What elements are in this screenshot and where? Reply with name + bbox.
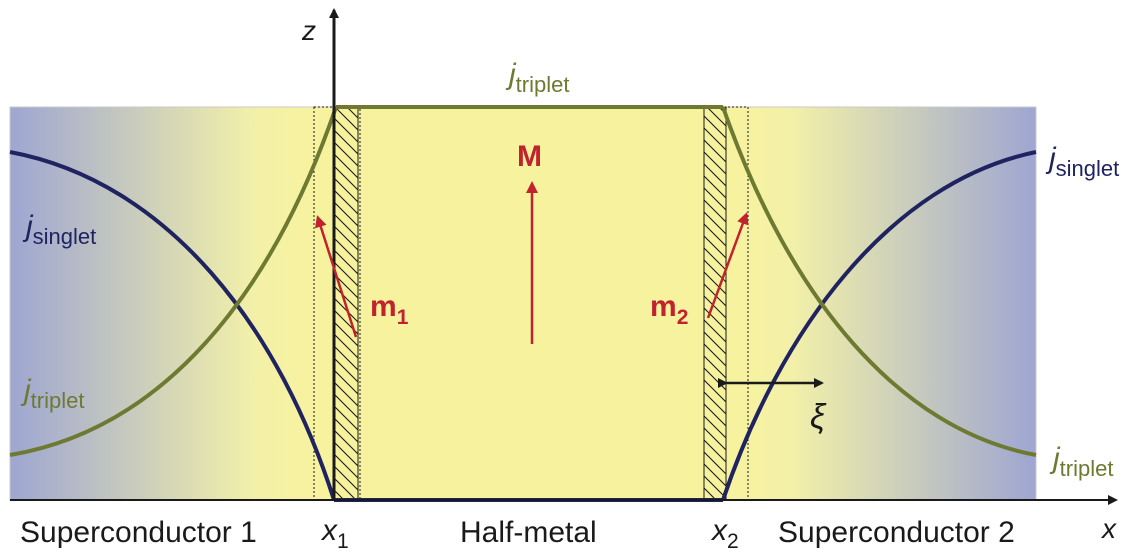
m-symbol: m [650, 290, 677, 323]
M-label: M [517, 140, 542, 173]
m2-label: m2 [650, 290, 688, 329]
j-triplet-top-label: jtriplet [505, 58, 569, 97]
z-axis-label: z [301, 15, 316, 46]
xi-label: ξ [810, 398, 827, 436]
triplet-subscript: triplet [1060, 456, 1114, 481]
triplet-subscript: triplet [516, 72, 570, 97]
junction-background [10, 107, 1036, 500]
j-singlet-right-label: jsinglet [1045, 142, 1119, 181]
magnetization-m1-arrow [315, 215, 358, 338]
m1-subscript: 1 [397, 306, 409, 329]
x-symbol: x [710, 514, 728, 547]
hatched-layer-2 [703, 106, 727, 501]
region-label-superconductor-1: Superconductor 1 [20, 516, 257, 549]
singlet-subscript: singlet [1056, 156, 1120, 181]
m1-label: m1 [370, 290, 409, 329]
triplet-subscript: triplet [31, 388, 85, 413]
m-symbol: m [370, 290, 397, 323]
x1-label: x1 [320, 514, 349, 553]
x-symbol: x [320, 514, 338, 547]
x-axis-label: x [1100, 513, 1117, 544]
region-label-half-metal: Half-metal [460, 516, 597, 549]
x2-subscript: 2 [727, 530, 739, 553]
x1-subscript: 1 [337, 530, 349, 553]
magnetization-m2-arrow [706, 212, 749, 319]
region-label-superconductor-2: Superconductor 2 [778, 516, 1015, 549]
singlet-curve-left [9, 150, 336, 501]
j-triplet-left-label: jtriplet [20, 374, 84, 413]
j-triplet-right-label: jtriplet [1049, 442, 1113, 481]
triplet-curve-left [9, 106, 338, 457]
x2-label: x2 [710, 514, 739, 553]
singlet-subscript: singlet [33, 224, 97, 249]
m2-subscript: 2 [677, 306, 689, 329]
triplet-curve-right [721, 106, 1037, 457]
singlet-curve-right [721, 150, 1037, 501]
